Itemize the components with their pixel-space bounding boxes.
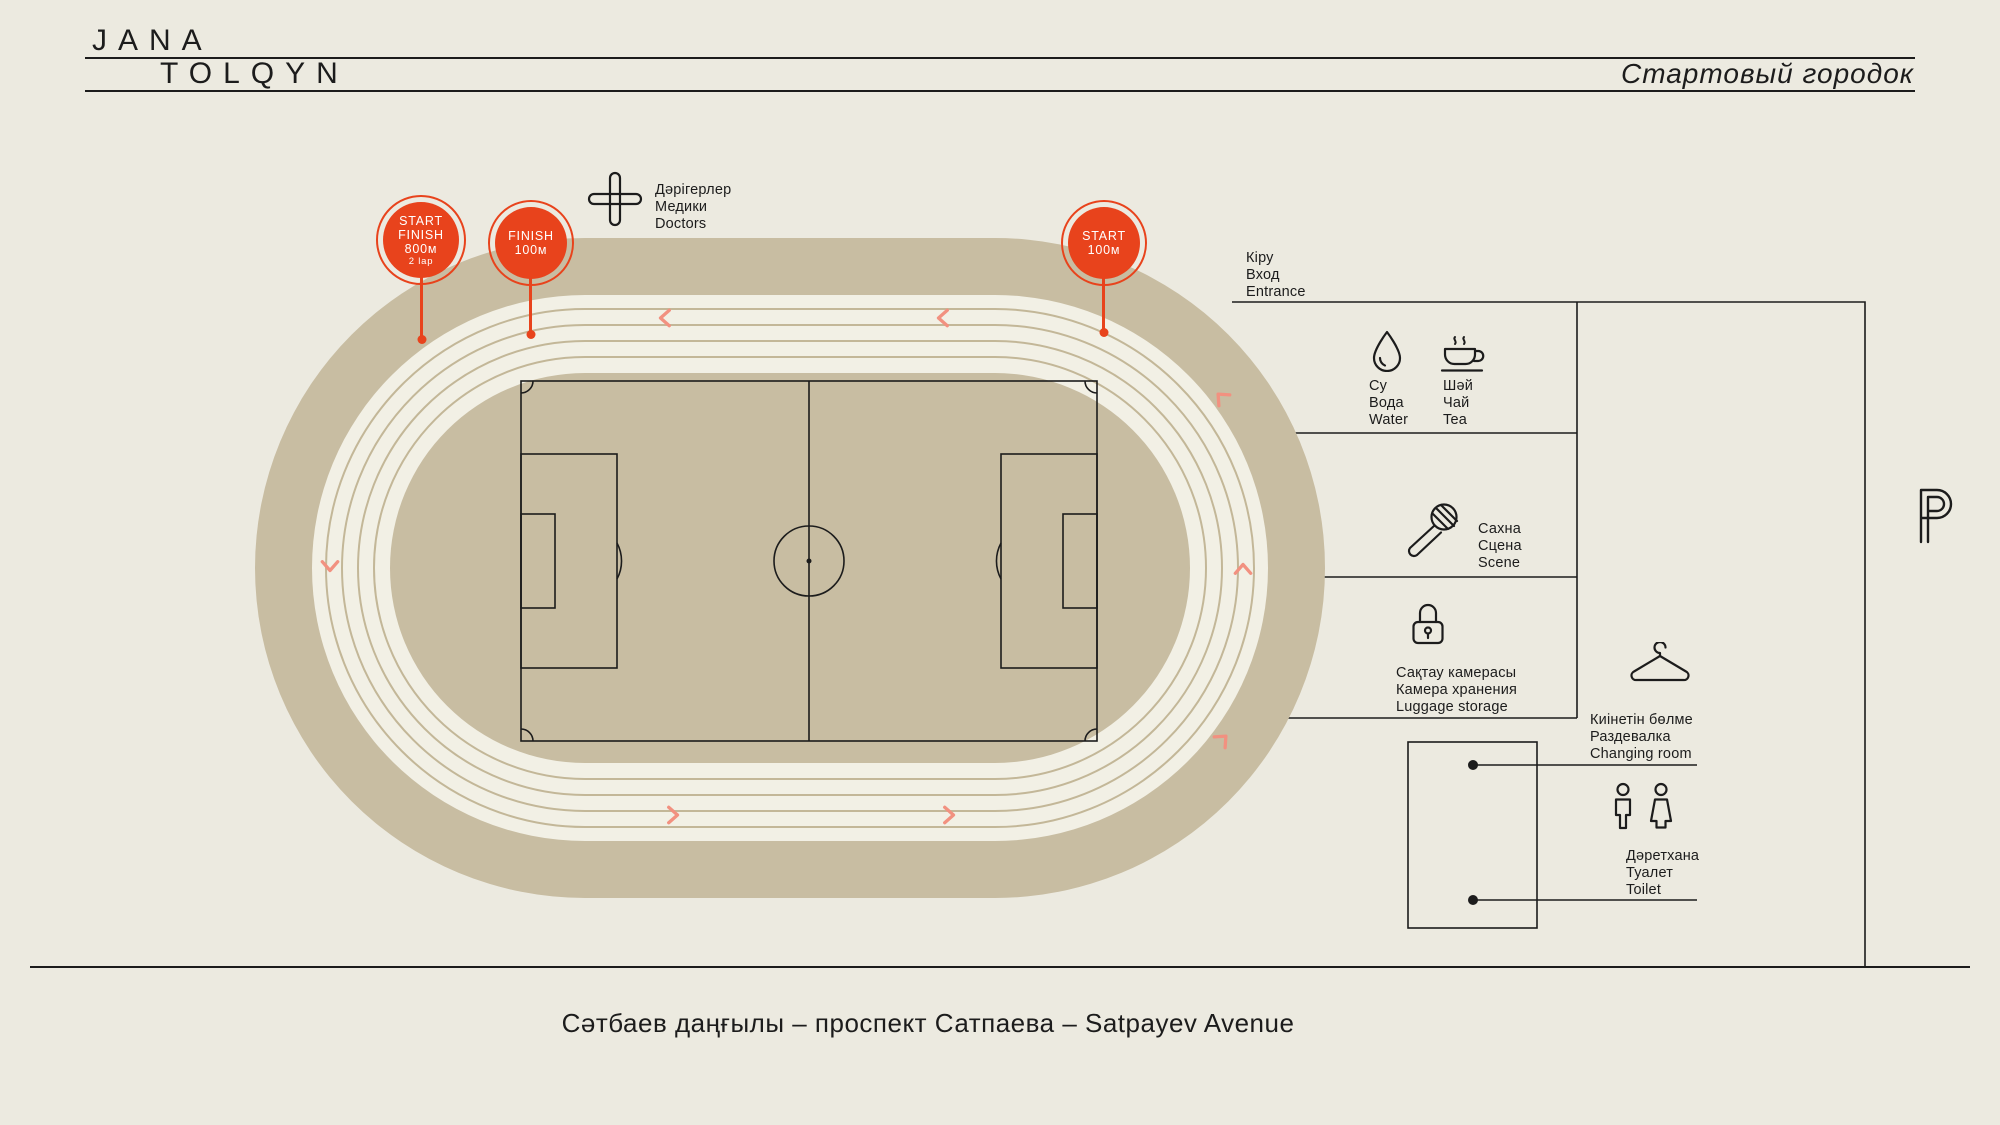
water-label: Су Вода Water [1369, 378, 1409, 428]
direction-chevron [667, 805, 680, 825]
hanger-icon [1630, 642, 1690, 682]
toilet-label: Дәретхана Туалет Toilet [1626, 848, 1700, 898]
direction-chevron [1233, 562, 1253, 575]
medical-cross-icon [587, 171, 643, 227]
marker-text-line: 800м [404, 241, 438, 256]
direction-chevron [658, 308, 671, 328]
entrance-label: Кіру Вход Entrance [1246, 250, 1306, 300]
page-title: Стартовый городок [1620, 58, 1914, 89]
marker-finish-100m: FINISH 100м [488, 200, 574, 286]
scene-label: Сахна Сцена Scene [1478, 521, 1522, 571]
direction-chevron [936, 308, 949, 328]
tea-label: Шәй Чай Tea [1443, 378, 1474, 428]
marker-start-finish-800m: START FINISH 800м 2 lap [376, 195, 466, 285]
marker-text-line: 100м [514, 243, 548, 257]
marker-text-line: START [1082, 229, 1126, 243]
water-drop-icon [1372, 330, 1402, 372]
track-lanes [312, 295, 1268, 841]
marker-stem [1102, 243, 1105, 333]
marker-text-line: 2 lap [408, 255, 434, 267]
infield [390, 373, 1190, 763]
street-label: Сәтбаев даңғылы – проспект Сатпаева – Sa… [561, 1008, 1295, 1038]
tea-cup-icon [1440, 336, 1485, 372]
poi-dot [1468, 760, 1478, 770]
lane-line [357, 340, 1223, 796]
luggage-label: Сақтау камерасы Камера хранения Luggage … [1396, 665, 1518, 715]
changing-room-label: Киінетін бөлме Раздевалка Changing room [1590, 712, 1693, 762]
direction-chevron [1216, 392, 1232, 408]
brand-tolqyn: TOLQYN [160, 57, 349, 90]
marker-text-line: FINISH [398, 227, 444, 242]
direction-chevron [943, 805, 956, 825]
marker-stem [529, 243, 532, 335]
padlock-icon [1412, 603, 1444, 645]
doctors-label: Дәрігерлер Медики Doctors [655, 182, 732, 232]
service-building [1407, 741, 1538, 929]
marker-start-100m: START 100м [1061, 200, 1147, 286]
header-rule-bottom [85, 90, 1915, 92]
marker-text-line: START [399, 213, 443, 228]
parking-icon [1919, 488, 1953, 544]
lane-line [373, 356, 1207, 780]
fence-line [1232, 301, 1866, 967]
marker-text-line: FINISH [508, 229, 554, 243]
direction-chevron [320, 560, 340, 573]
microphone-icon [1407, 503, 1459, 558]
direction-chevron [1212, 734, 1228, 750]
header-rule-top [85, 57, 1915, 59]
marker-text-line: 100м [1087, 243, 1121, 257]
running-track [255, 238, 1325, 898]
football-pitch [520, 380, 1098, 742]
poi-dot [1468, 895, 1478, 905]
brand-jana: JANA [92, 24, 213, 57]
toilet-icon [1614, 782, 1673, 830]
marker-stem [420, 240, 423, 340]
